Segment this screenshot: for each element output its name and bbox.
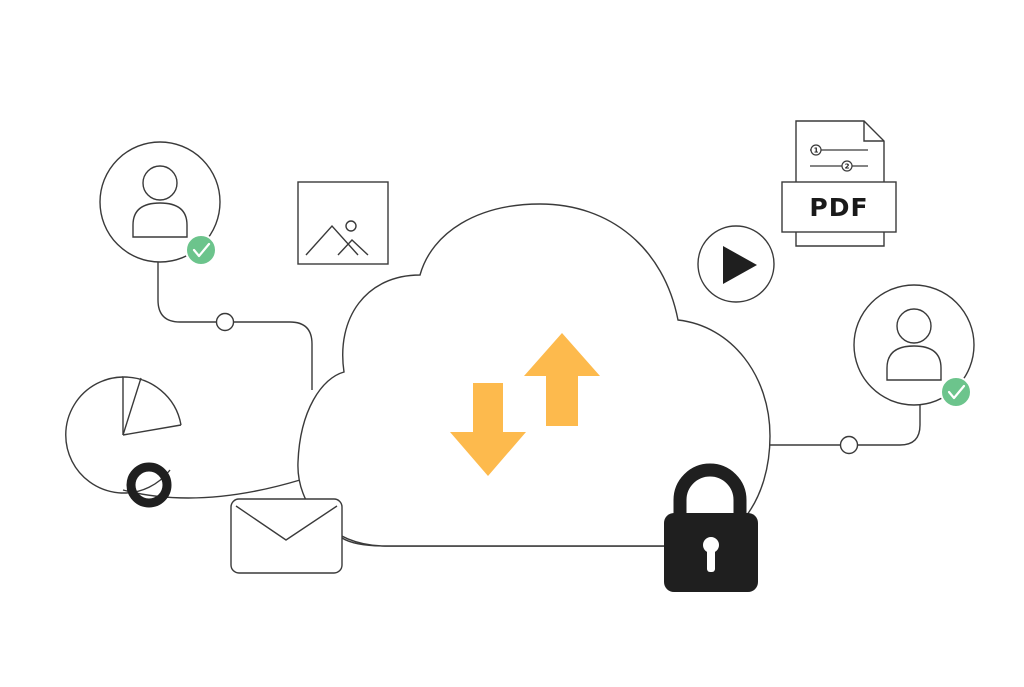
email-envelope-icon [230, 498, 343, 574]
pdf-label: PDF [809, 193, 868, 222]
checkmark-icon [940, 376, 972, 408]
connector-right-user [768, 405, 921, 446]
pdf-step-1: 1 [814, 147, 819, 155]
padlock-icon [664, 463, 758, 592]
pie-chart-icon [65, 376, 182, 494]
upload-arrow-icon [524, 333, 600, 426]
checkmark-icon [185, 234, 217, 266]
image-icon [297, 181, 389, 265]
connector-pie-chart [122, 479, 301, 499]
download-arrow-icon [450, 383, 526, 476]
donut-chart-icon [126, 462, 172, 508]
play-icon [697, 225, 775, 303]
user-avatar-left [99, 141, 221, 266]
user-avatar-icon [886, 308, 942, 381]
pdf-step-2: 2 [845, 163, 850, 171]
junction-dot-right [839, 435, 859, 455]
user-avatar-icon [132, 165, 188, 238]
pdf-file-icon: 1 2 PDF [781, 120, 897, 247]
user-avatar-right [853, 284, 975, 408]
junction-dot-left [215, 312, 235, 332]
connector-left-user [157, 262, 313, 390]
